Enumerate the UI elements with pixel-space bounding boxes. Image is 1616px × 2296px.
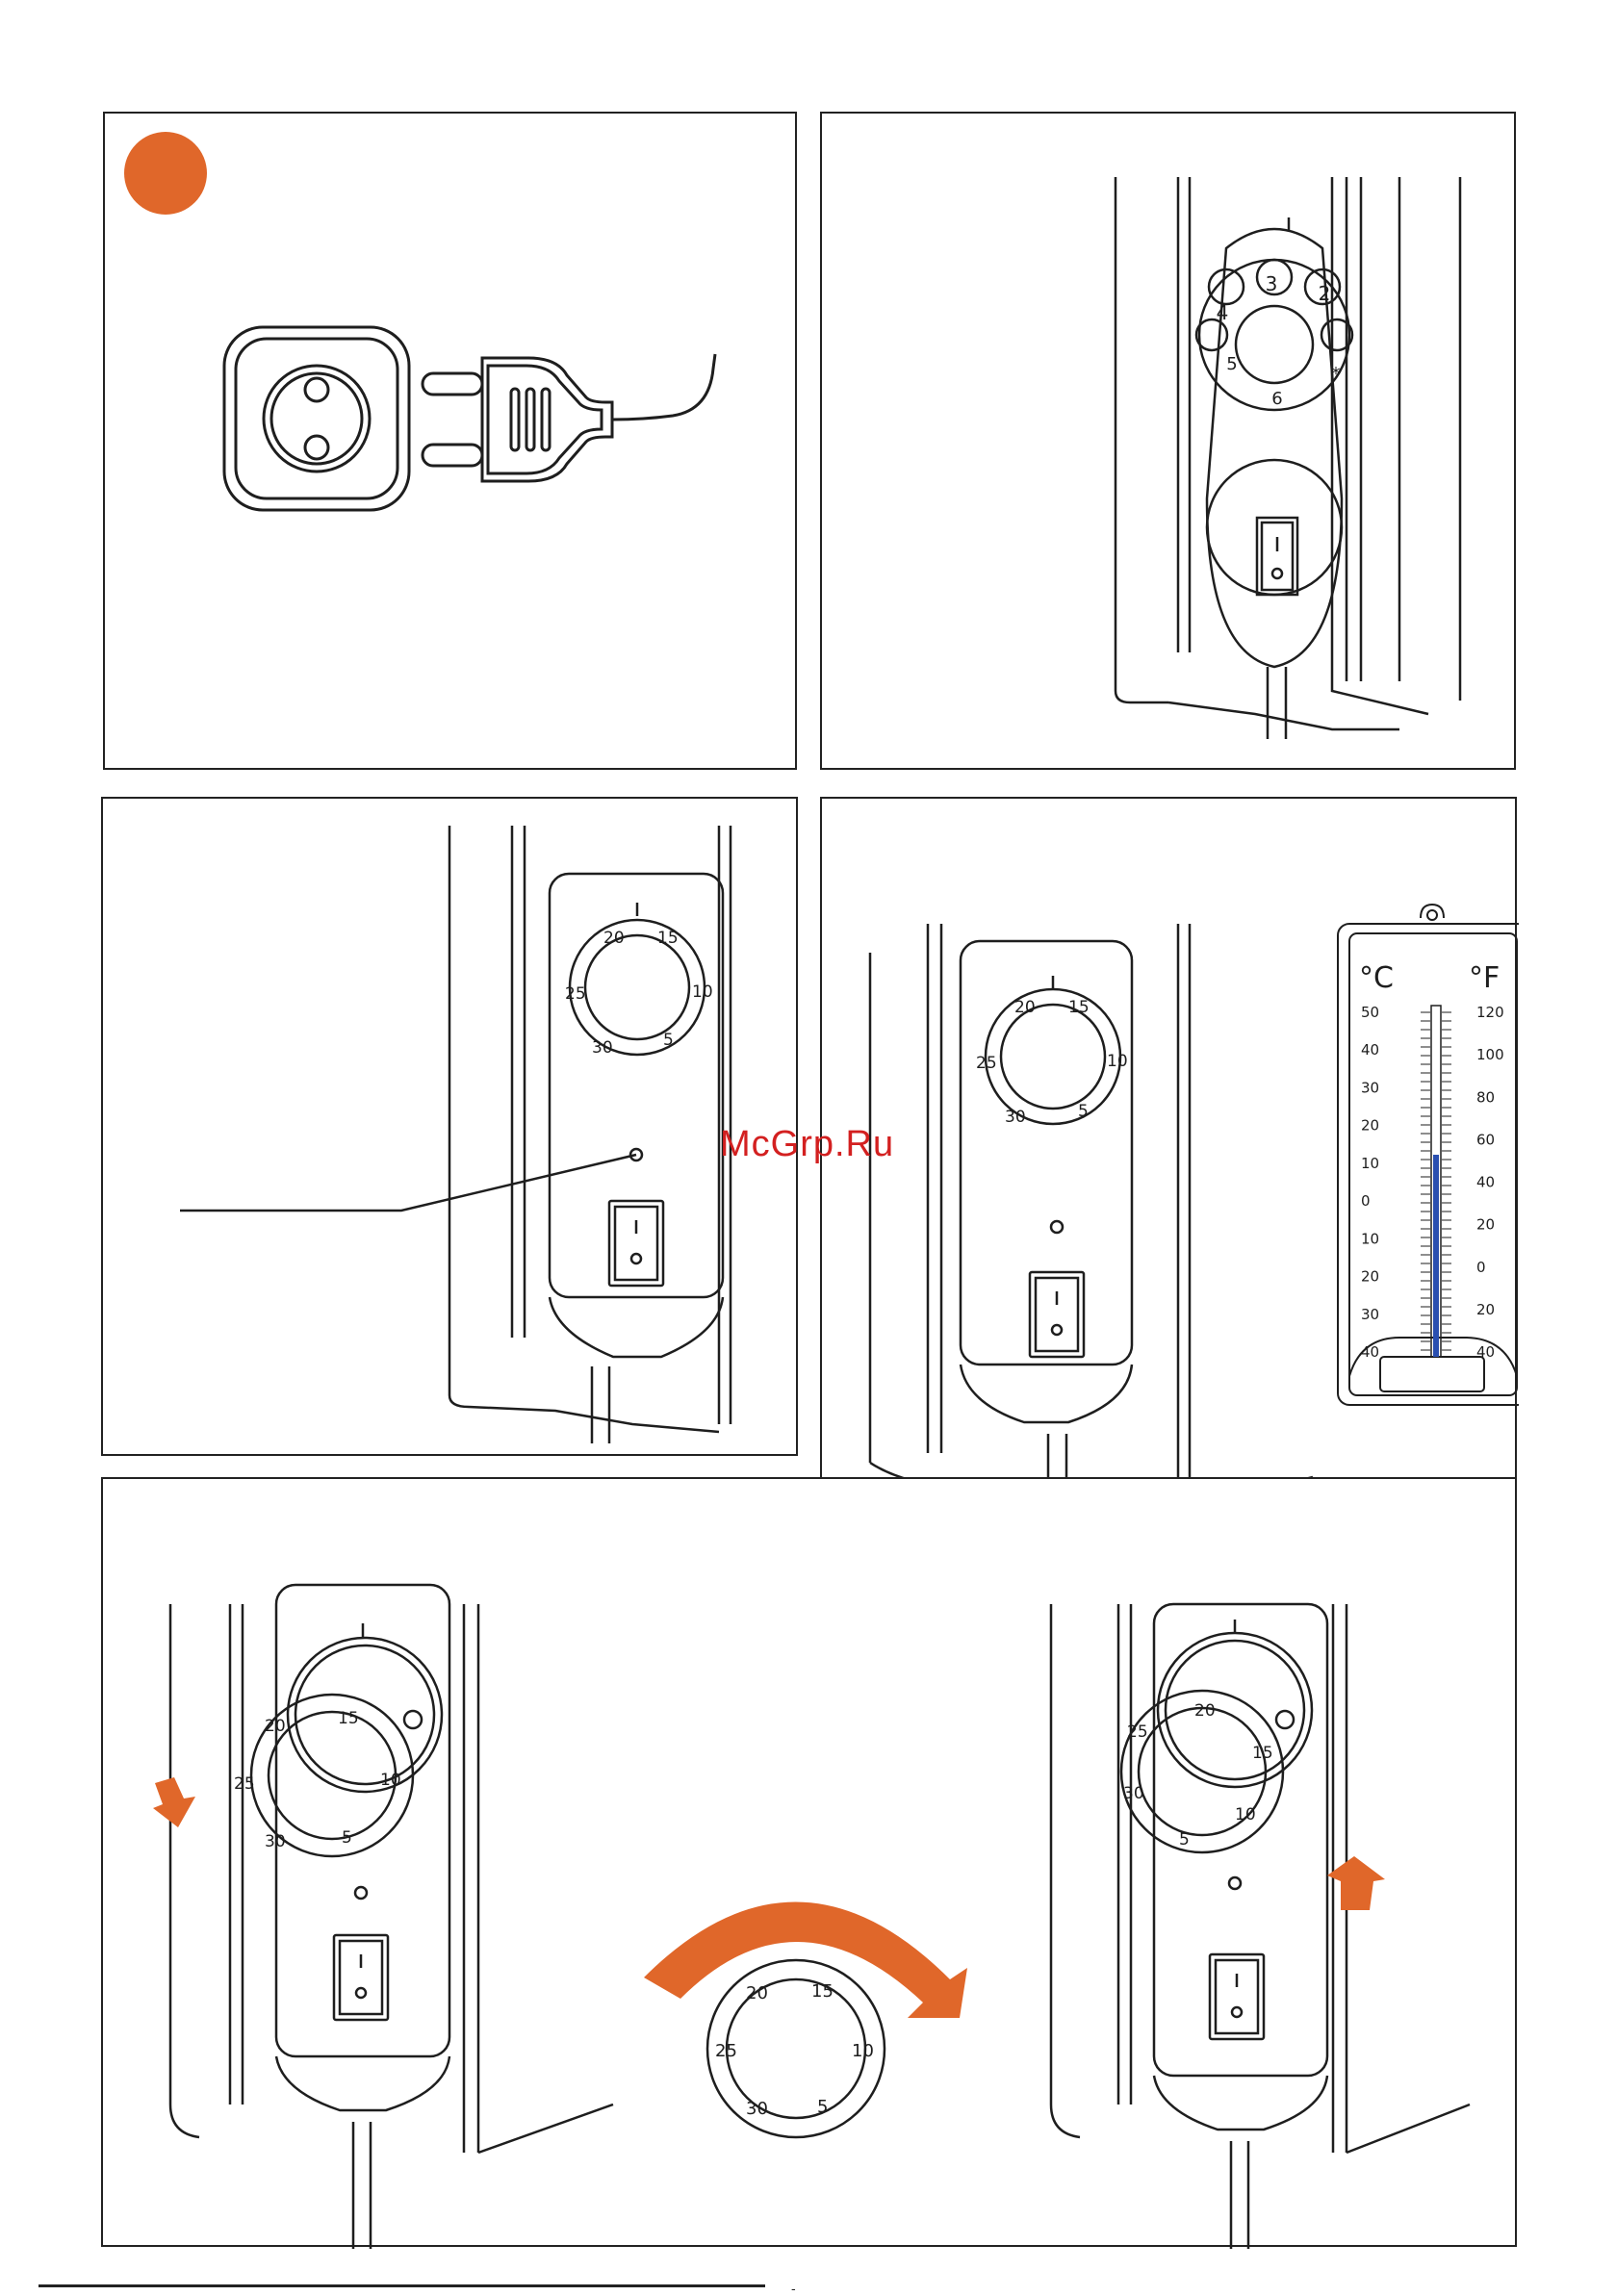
dial-mark-30: 30 [592,1038,613,1058]
celsius-scale-label: 10 [1361,1230,1379,1247]
celsius-scale-label: 0 [1361,1192,1371,1210]
knob-mark-6: 6 [1271,389,1282,409]
indicator-light-icon [1051,1221,1063,1233]
fahrenheit-scale-label: 120 [1476,1004,1504,1021]
dial-mark-15: 15 [811,1981,834,2002]
dial-mark-10: 10 [380,1771,401,1790]
panel-heater-knob: 3 2 4 5 6 * [820,112,1516,770]
fahrenheit-scale-label: 60 [1476,1131,1495,1148]
footer-mark: - [791,2281,796,2296]
dial-mark-25: 25 [234,1774,255,1794]
control-panel-illustration: 20 15 10 5 30 25 [103,799,800,1458]
arrow-up-icon [1327,1856,1385,1910]
plug-socket-illustration [105,114,799,772]
dial-mark-5: 5 [817,2097,828,2117]
dial-mark-5: 5 [342,1828,352,1848]
dial-mark-30: 30 [746,2099,768,2119]
fahrenheit-scale-label: 0 [1476,1259,1486,1276]
dial-mark-10: 10 [1235,1805,1256,1824]
fahrenheit-scale-label: 20 [1476,1301,1495,1318]
panel-knob-replace: 20 15 10 5 30 25 20 15 10 5 30 25 [101,1477,1517,2247]
dial-mark-20: 20 [1194,1701,1216,1721]
fahrenheit-scale-label: 40 [1476,1343,1495,1361]
thermometer-fahrenheit-label: °F [1469,961,1500,995]
heater-knob-illustration: 3 2 4 5 6 * [822,114,1518,772]
knob-replace-illustration: 20 15 10 5 30 25 20 15 10 5 30 25 [103,1479,1519,2249]
dial-mark-25: 25 [976,1054,997,1073]
celsius-scale-label: 40 [1361,1343,1379,1361]
dial-mark-20: 20 [746,1983,768,2003]
fahrenheit-scale-label: 80 [1476,1088,1495,1106]
dial-mark-10: 10 [852,2041,874,2061]
dial-mark-5: 5 [1179,1830,1190,1850]
dial-mark-30: 30 [1005,1108,1026,1127]
dial-mark-20: 20 [603,929,625,948]
dial-mark-30: 30 [1123,1784,1144,1803]
dial-mark-10: 10 [1107,1052,1128,1071]
dial-mark-15: 15 [338,1709,359,1728]
dial-mark-30: 30 [265,1832,286,1851]
footer-rule [38,2284,765,2287]
thermometer-mercury [1433,1155,1439,1357]
celsius-scale: 50 40 30 20 10 0 10 20 30 40 [1361,1004,1379,1361]
dial-labels: 20 15 10 5 30 25 [1123,1701,1273,1850]
panel-indicator-light: 20 15 10 5 30 25 [101,797,798,1456]
dial-mark-5: 5 [1078,1102,1089,1121]
knob-mark-2: 2 [1319,282,1331,305]
arrow-down-icon [153,1777,195,1827]
dial-mark-10: 10 [692,982,713,1002]
dial-mark-15: 15 [1068,998,1090,1017]
celsius-scale-label: 10 [1361,1155,1379,1172]
fahrenheit-scale-label: 20 [1476,1216,1495,1234]
celsius-scale-label: 40 [1361,1041,1379,1059]
knob-mark-4: 4 [1217,301,1229,324]
celsius-scale-label: 50 [1361,1004,1379,1021]
celsius-scale-label: 30 [1361,1306,1379,1323]
dial-mark-25: 25 [1127,1722,1148,1742]
dial-mark-20: 20 [1014,998,1036,1017]
thermometer-comparison-illustration: 20 15 10 5 30 25 °C °F 50403020100102030… [822,799,1519,1515]
dial-mark-15: 15 [657,929,679,948]
thermometer-celsius-label: °C [1359,961,1394,995]
fahrenheit-scale: 120 100 80 60 40 20 0 20 40 [1476,1004,1504,1361]
dial-mark-15: 15 [1252,1744,1273,1763]
dial-labels: 20 15 10 5 30 25 [715,1981,874,2119]
dial-mark-5: 5 [663,1031,674,1050]
fahrenheit-scale-label: 40 [1476,1174,1495,1191]
celsius-scale-label: 20 [1361,1117,1379,1135]
dial-mark-25: 25 [715,2041,737,2061]
watermark-text: McGrp.Ru [720,1124,894,1165]
fahrenheit-scale-label: 100 [1476,1046,1504,1063]
plug-icon [423,354,715,481]
step-marker-dot [124,132,207,215]
dial-mark-25: 25 [565,984,586,1004]
wall-socket-icon [224,327,409,510]
panel-plug-socket [103,112,797,770]
knob-mark-3: 3 [1266,272,1278,295]
celsius-scale-label: 30 [1361,1079,1379,1096]
knob-mark-frost: * [1332,364,1341,384]
knob-mark-5: 5 [1226,354,1237,374]
celsius-scale-label: 20 [1361,1268,1379,1286]
dial-mark-20: 20 [265,1717,286,1736]
